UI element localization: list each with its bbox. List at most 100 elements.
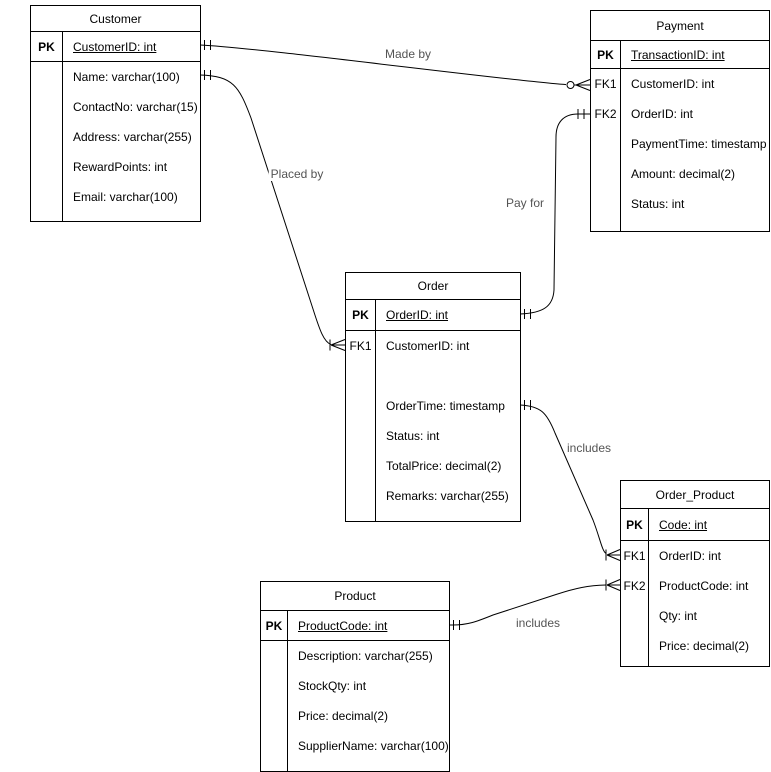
table-row: Status: int (591, 189, 769, 219)
table-row: Address: varchar(255) (31, 122, 200, 152)
table-row: PaymentTime: timestamp (591, 129, 769, 159)
entity-customer-title: Customer (31, 6, 200, 32)
attribute-cell: OrderID: int (386, 308, 449, 322)
table-row (346, 361, 520, 391)
entity-product[interactable]: Product PK ProductCode: int Description:… (260, 581, 450, 772)
cardinality-exactly-one-marker (204, 70, 211, 80)
cardinality-one-or-many-marker (605, 579, 621, 591)
table-row: SupplierName: varchar(100) (261, 731, 449, 761)
key-cell (31, 212, 63, 221)
key-cell: FK1 (621, 541, 649, 571)
attribute-cell: Status: int (631, 197, 685, 211)
key-cell (591, 189, 621, 219)
key-cell (31, 152, 63, 182)
key-cell (261, 731, 288, 761)
cardinality-exactly-one-marker (524, 400, 531, 410)
edge-placed-by-line (199, 74, 332, 345)
key-cell (621, 661, 649, 666)
edge-label-pay-for[interactable]: Pay for (503, 196, 547, 210)
attribute-cell: TransactionID: int (631, 47, 725, 62)
entity-order-product-title: Order_Product (621, 481, 769, 509)
entity-customer[interactable]: Customer PK CustomerID: int Name: varcha… (30, 5, 201, 222)
attribute-cell: TotalPrice: decimal(2) (386, 459, 502, 473)
key-cell (261, 671, 288, 701)
attribute-cell (376, 361, 520, 391)
attribute-cell: OrderID: int (659, 549, 722, 563)
edge-label-made-by[interactable]: Made by (382, 47, 434, 61)
table-row: Name: varchar(100) (31, 62, 200, 92)
table-row: RewardPoints: int (31, 152, 200, 182)
cardinality-one-or-many-marker (329, 339, 346, 351)
attribute-cell: OrderTime: timestamp (386, 399, 505, 413)
entity-product-title: Product (261, 582, 449, 611)
attribute-cell: StockQty: int (298, 679, 367, 693)
attribute-cell: Price: decimal(2) (659, 639, 750, 653)
key-cell (31, 122, 63, 152)
key-cell (261, 641, 288, 671)
table-row: PK OrderID: int (346, 300, 520, 331)
key-cell: FK2 (591, 99, 621, 129)
key-cell (621, 601, 649, 631)
attribute-cell: RewardPoints: int (73, 160, 168, 174)
attribute-cell: Status: int (386, 429, 440, 443)
edge-placed-by[interactable] (199, 70, 346, 351)
key-cell (621, 631, 649, 661)
attribute-cell: Description: varchar(255) (298, 649, 433, 663)
attribute-cell: SupplierName: varchar(100) (298, 739, 449, 753)
table-row: Description: varchar(255) (261, 641, 449, 671)
table-row: PK ProductCode: int (261, 611, 449, 641)
cardinality-one-or-many-marker (605, 549, 621, 561)
key-cell: PK (621, 509, 649, 540)
edge-includes-order[interactable] (519, 400, 621, 561)
key-cell (261, 701, 288, 731)
edge-includes-order-line (519, 404, 607, 554)
attribute-cell: Remarks: varchar(255) (386, 489, 509, 503)
cardinality-zero-or-many-marker (566, 79, 591, 91)
cardinality-exactly-one-marker (577, 109, 585, 119)
table-row: TotalPrice: decimal(2) (346, 451, 520, 481)
table-row: StockQty: int (261, 671, 449, 701)
entity-order-product[interactable]: Order_Product PK Code: int FK1 OrderID: … (620, 480, 770, 667)
key-cell (591, 129, 621, 159)
key-cell (346, 451, 376, 481)
attribute-cell: OrderID: int (631, 107, 694, 121)
attribute-cell: Email: varchar(100) (73, 190, 178, 204)
key-cell: PK (31, 32, 63, 61)
table-row: OrderTime: timestamp (346, 391, 520, 421)
key-cell: FK1 (346, 331, 376, 361)
attribute-cell: ContactNo: varchar(15) (73, 100, 198, 114)
key-cell: PK (346, 300, 376, 330)
attribute-cell: Price: decimal(2) (298, 709, 389, 723)
table-row: Qty: int (621, 601, 769, 631)
table-row: FK2 ProductCode: int (621, 571, 769, 601)
table-row (31, 212, 200, 221)
key-cell (31, 92, 63, 122)
edge-pay-for[interactable] (519, 109, 590, 319)
attribute-cell: Amount: decimal(2) (631, 167, 736, 181)
table-row (621, 661, 769, 666)
attribute-cell: ProductCode: int (659, 579, 749, 593)
edge-label-placed-by[interactable]: Placed by (268, 167, 326, 181)
table-row: Amount: decimal(2) (591, 159, 769, 189)
edge-label-includes-product[interactable]: includes (513, 616, 563, 630)
edge-label-includes-order[interactable]: includes (564, 441, 614, 455)
key-cell: FK2 (621, 571, 649, 601)
key-cell: FK1 (591, 69, 621, 99)
table-row: FK1 CustomerID: int (346, 331, 520, 361)
table-row: PK Code: int (621, 509, 769, 541)
key-cell (31, 182, 63, 212)
table-row: ContactNo: varchar(15) (31, 92, 200, 122)
key-cell: PK (591, 41, 621, 68)
cardinality-exactly-one-marker (204, 40, 211, 50)
key-cell (346, 391, 376, 421)
entity-order[interactable]: Order PK OrderID: int FK1 CustomerID: in… (345, 272, 521, 522)
table-row: Email: varchar(100) (31, 182, 200, 212)
attribute-cell: CustomerID: int (631, 77, 715, 91)
key-cell (346, 361, 376, 391)
key-cell (346, 421, 376, 451)
table-row: Price: decimal(2) (621, 631, 769, 661)
cardinality-exactly-one-marker (453, 620, 460, 630)
entity-payment[interactable]: Payment PK TransactionID: int FK1 Custom… (590, 10, 770, 232)
attribute-cell: Address: varchar(255) (73, 130, 192, 144)
